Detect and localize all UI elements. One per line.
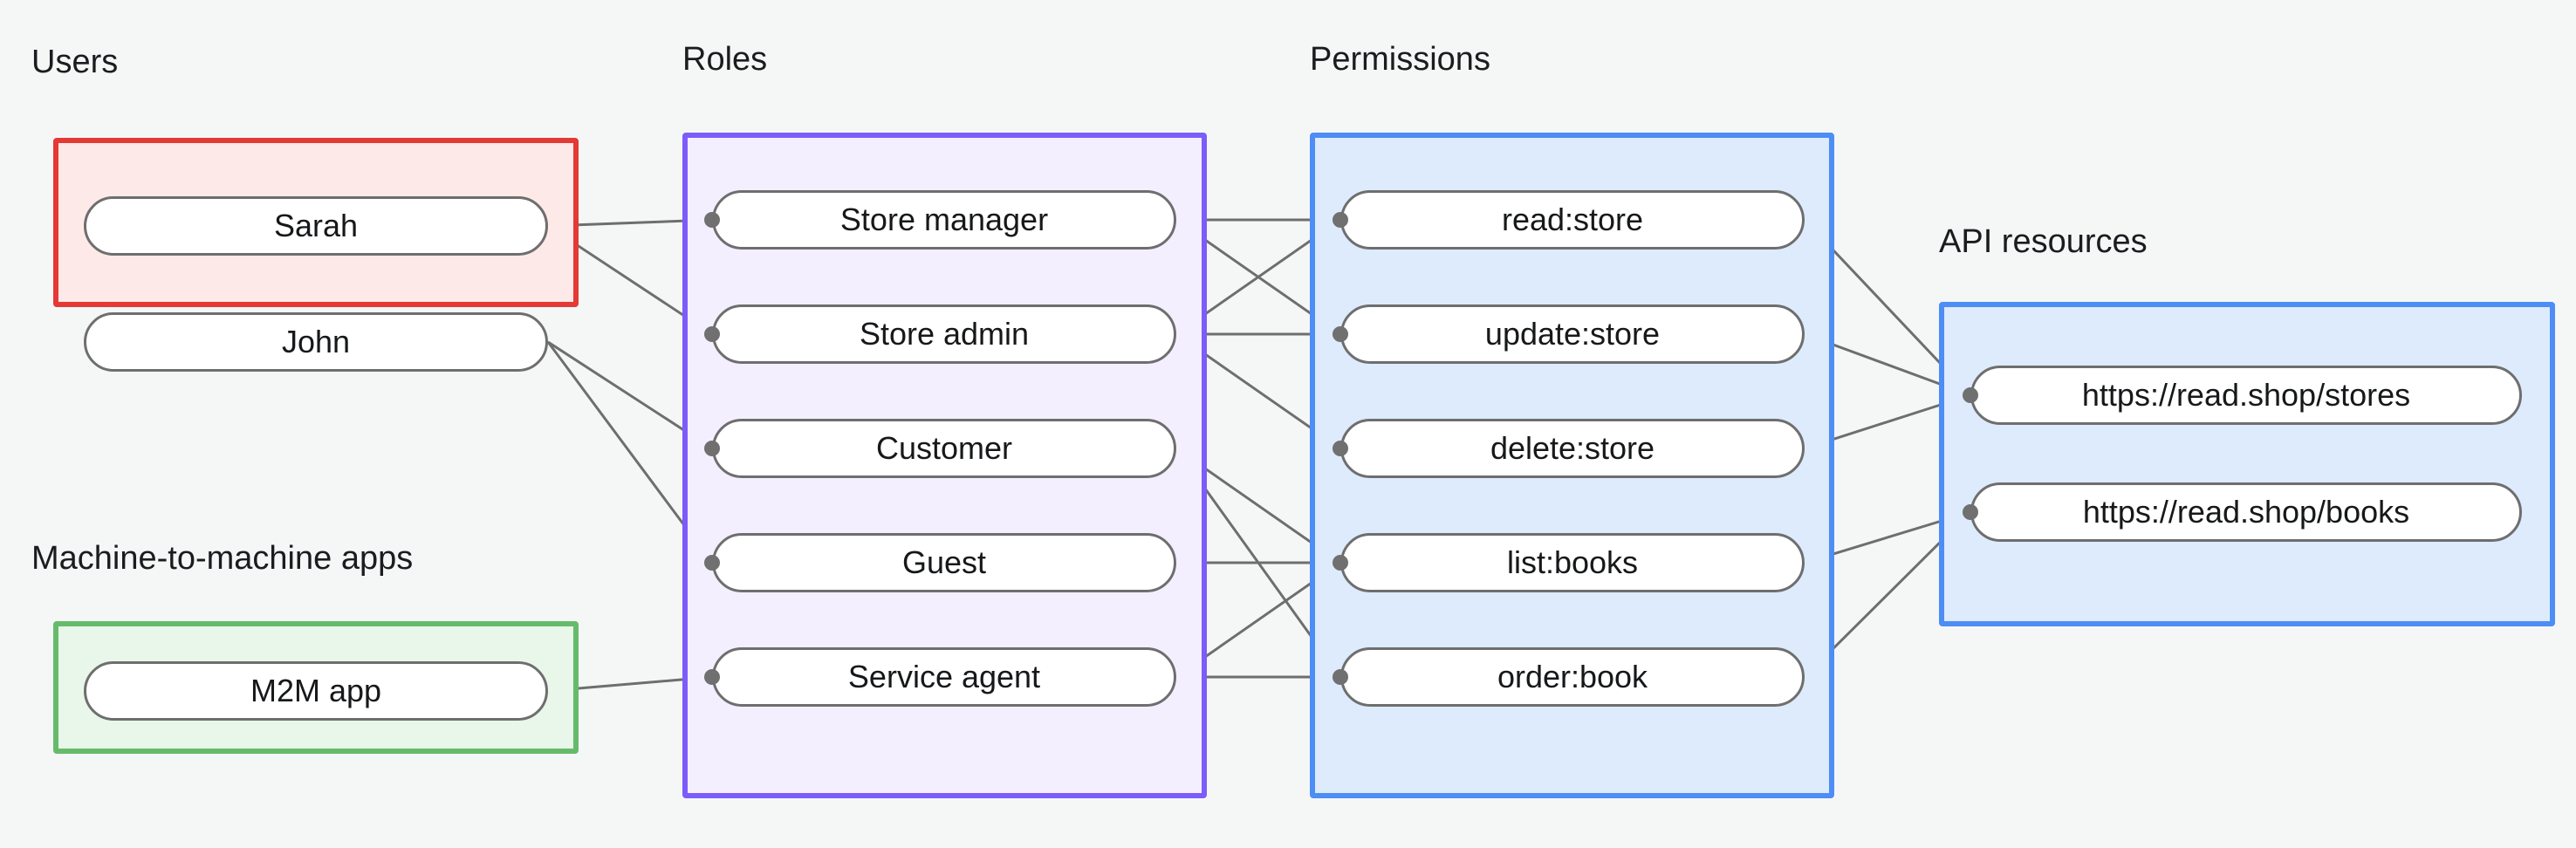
node-store_manager[interactable]: Store manager — [712, 190, 1176, 250]
node-label-sarah: Sarah — [273, 208, 359, 243]
port-service_agent — [704, 669, 720, 685]
node-label-customer: Customer — [875, 430, 1013, 466]
node-label-books_url: https://read.shop/books — [2082, 494, 2410, 530]
node-label-service_agent: Service agent — [847, 659, 1041, 694]
port-update_store — [1333, 326, 1348, 342]
node-stores_url[interactable]: https://read.shop/stores — [1970, 366, 2522, 425]
node-label-guest: Guest — [901, 544, 987, 580]
node-label-m2m_app: M2M app — [250, 673, 382, 708]
port-stores_url — [1963, 387, 1978, 403]
node-label-update_store: update:store — [1484, 316, 1661, 352]
node-list_books[interactable]: list:books — [1340, 533, 1805, 592]
node-service_agent[interactable]: Service agent — [712, 647, 1176, 707]
node-label-list_books: list:books — [1506, 544, 1639, 580]
port-guest — [704, 555, 720, 571]
node-label-order_book: order:book — [1497, 659, 1648, 694]
port-store_admin — [704, 326, 720, 342]
node-store_admin[interactable]: Store admin — [712, 304, 1176, 364]
node-order_book[interactable]: order:book — [1340, 647, 1805, 707]
node-label-store_admin: Store admin — [859, 316, 1030, 352]
group-title-m2m: Machine-to-machine apps — [31, 540, 414, 577]
port-books_url — [1963, 504, 1978, 520]
node-update_store[interactable]: update:store — [1340, 304, 1805, 364]
group-title-permissions: Permissions — [1310, 41, 1490, 78]
node-label-stores_url: https://read.shop/stores — [2081, 377, 2411, 413]
node-label-delete_store: delete:store — [1490, 430, 1655, 466]
node-customer[interactable]: Customer — [712, 419, 1176, 478]
node-delete_store[interactable]: delete:store — [1340, 419, 1805, 478]
port-order_book — [1333, 669, 1348, 685]
group-title-users: Users — [31, 44, 119, 80]
port-delete_store — [1333, 441, 1348, 456]
group-title-api: API resources — [1939, 223, 2148, 260]
port-store_manager — [704, 212, 720, 228]
port-read_store — [1333, 212, 1348, 228]
node-label-store_manager: Store manager — [839, 202, 1049, 237]
node-m2m_app[interactable]: M2M app — [84, 661, 548, 721]
node-guest[interactable]: Guest — [712, 533, 1176, 592]
group-box-api — [1939, 302, 2555, 626]
node-read_store[interactable]: read:store — [1340, 190, 1805, 250]
node-label-read_store: read:store — [1501, 202, 1644, 237]
node-john[interactable]: John — [84, 312, 548, 372]
node-books_url[interactable]: https://read.shop/books — [1970, 482, 2522, 542]
port-customer — [704, 441, 720, 456]
port-list_books — [1333, 555, 1348, 571]
node-label-john: John — [281, 324, 351, 359]
node-sarah[interactable]: Sarah — [84, 196, 548, 256]
group-title-roles: Roles — [682, 41, 768, 78]
